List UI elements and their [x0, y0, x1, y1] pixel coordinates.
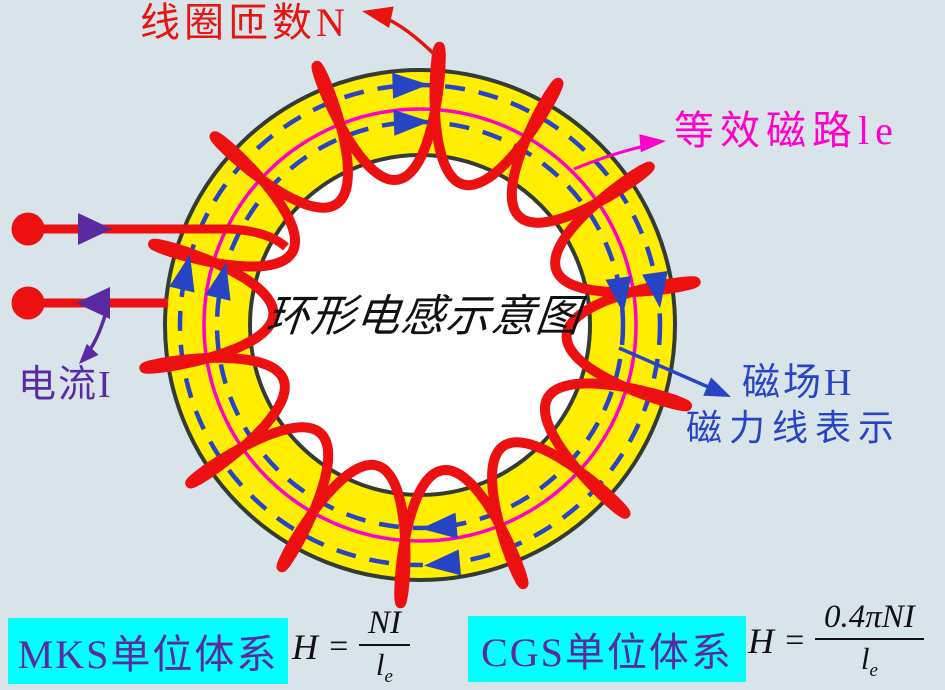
field-leader-line [618, 346, 723, 395]
current-label: 电流I [18, 364, 113, 406]
flux-direction-arrow [642, 270, 668, 309]
cgs-unit-system-badge: CGS单位体系 [468, 616, 746, 682]
flux-direction-arrow [420, 512, 458, 539]
flux-direction-arrow [392, 72, 429, 99]
diagram-title: 环形电感示意图 [263, 292, 584, 341]
mks-unit-system-badge: MKS单位体系 [8, 618, 288, 684]
mks-denominator-sub: e [384, 665, 393, 687]
cgs-formula-numerator: 0.4πNI [814, 599, 924, 640]
flux-direction-arrow [605, 276, 632, 314]
mks-formula-denominator: le [376, 646, 393, 688]
magnetic-path-label: 等效磁路le [674, 108, 899, 153]
coil-leader-arrowhead [362, 6, 394, 28]
cgs-denominator-sub: e [869, 659, 878, 681]
cgs-formula: H = 0.4πNI le [748, 599, 924, 682]
lead-wire-top [40, 224, 289, 251]
terminal-bottom [11, 286, 45, 320]
mks-formula-fraction: NI le [358, 605, 410, 688]
current-out-arrow [76, 287, 110, 319]
mks-formula-numerator: NI [358, 605, 410, 646]
current-in-arrow [78, 213, 112, 245]
cgs-denominator-base: l [860, 640, 870, 676]
mks-formula: H = NI le [292, 605, 410, 688]
flux-direction-arrow [169, 254, 195, 293]
field-h-label: 磁场H [742, 362, 855, 404]
cgs-formula-lhs: H [748, 620, 774, 661]
magnetic-path-circle [202, 107, 638, 543]
mks-denominator-base: l [375, 646, 385, 682]
mks-formula-lhs: H [292, 626, 318, 667]
cgs-formula-denominator: le [861, 640, 878, 682]
cgs-formula-equals: = [783, 621, 806, 659]
terminal-top [11, 212, 45, 246]
field-leader-arrowhead [703, 377, 731, 397]
flux-direction-arrow [393, 109, 430, 136]
current-leader-arrowhead [79, 343, 99, 364]
coil-turns-label: 线圈匝数N [140, 0, 349, 45]
coil-winding [139, 41, 701, 609]
flux-direction-arrow [205, 262, 231, 301]
field-lines-label: 磁力线表示 [686, 408, 902, 448]
path-leader-arrowhead [639, 134, 666, 153]
flux-direction-arrow [423, 549, 461, 576]
mks-formula-equals: = [327, 627, 350, 665]
cgs-formula-fraction: 0.4πNI le [814, 599, 924, 682]
